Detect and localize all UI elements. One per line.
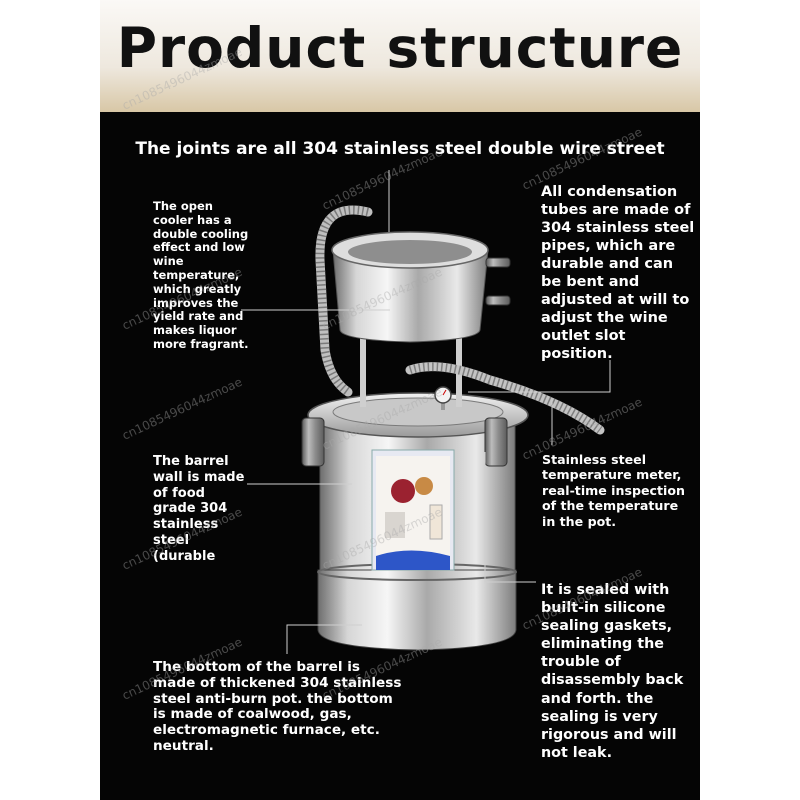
page-title: Product structure	[116, 16, 684, 80]
right-clamp	[484, 417, 508, 467]
barrel-wall-note: The barrel wall is made of food grade 30…	[153, 454, 245, 564]
cooler-note: The open cooler has a double cooling eff…	[153, 199, 249, 351]
barrel-bottom-pot	[317, 569, 517, 651]
seal-note: It is sealed with built-in silicone seal…	[541, 582, 684, 761]
leader-lines	[241, 170, 611, 654]
thermometer-note: Stainless steel temperature meter, real-…	[542, 452, 685, 529]
title-banner: Product structure	[100, 0, 700, 112]
left-clamp	[301, 417, 325, 467]
bottom-note: The bottom of the barrel is made of thic…	[153, 659, 402, 754]
tubes-note: All condensation tubes are made of 304 s…	[541, 184, 695, 362]
headline: The joints are all 304 stainless steel d…	[135, 139, 665, 159]
open-cooler	[332, 249, 489, 343]
